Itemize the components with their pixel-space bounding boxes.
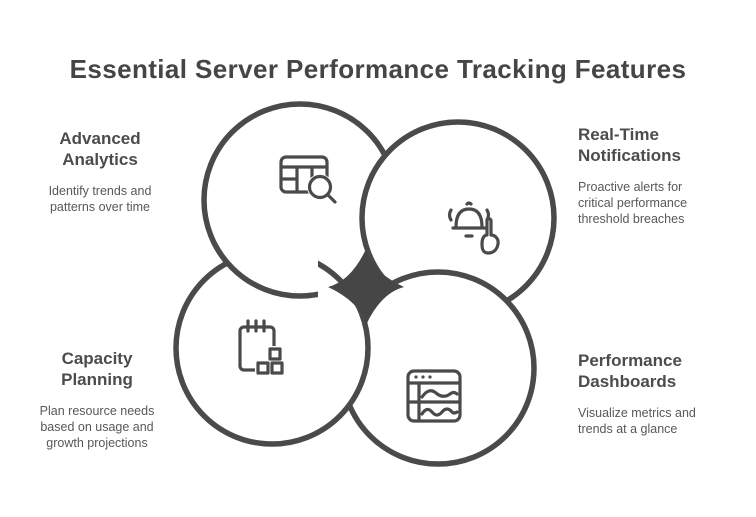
feature-body-line: growth projections: [46, 436, 148, 450]
feature-heading-line: Capacity: [61, 349, 133, 368]
feature-body-line: Visualize metrics and: [578, 406, 696, 420]
feature-body-line: critical performance: [578, 196, 688, 210]
feature-heading-line: Performance: [578, 351, 682, 370]
feature-heading: Real-Time Notifications: [578, 124, 750, 166]
feature-block-performance-dashboards: Performance Dashboards Visualize metrics…: [578, 350, 752, 437]
feature-body: Plan resource needs based on usage and g…: [16, 403, 178, 451]
feature-body-line: Identify trends and: [48, 184, 152, 198]
feature-heading-line: Notifications: [578, 146, 681, 165]
feature-body-line: threshold breaches: [578, 212, 685, 226]
feature-body: Identify trends and patterns over time: [22, 183, 178, 215]
dashboard-graph-icon: [401, 366, 467, 426]
feature-body-line: Plan resource needs: [39, 404, 155, 418]
table-search-icon: [276, 150, 342, 208]
feature-heading: Performance Dashboards: [578, 350, 752, 392]
feature-body-line: based on usage and: [40, 420, 154, 434]
feature-block-capacity-planning: Capacity Planning Plan resource needs ba…: [16, 348, 178, 451]
feature-body-line: Proactive alerts for: [578, 180, 683, 194]
feature-body: Visualize metrics and trends at a glance: [578, 405, 752, 437]
feature-block-real-time-notifications: Real-Time Notifications Proactive alerts…: [578, 124, 750, 227]
feature-body-line: trends at a glance: [578, 422, 678, 436]
feature-block-advanced-analytics: Advanced Analytics Identify trends and p…: [22, 128, 178, 215]
page-title: Essential Server Performance Tracking Fe…: [69, 54, 687, 84]
feature-body: Proactive alerts for critical performanc…: [578, 179, 750, 227]
feature-heading-line: Dashboards: [578, 372, 677, 391]
feature-heading-line: Real-Time: [578, 125, 659, 144]
feature-heading-line: Planning: [61, 370, 133, 389]
feature-body-line: patterns over time: [49, 200, 151, 214]
center-knot-shape: [328, 249, 404, 325]
bell-tap-icon: [441, 196, 505, 258]
feature-heading-line: Analytics: [62, 150, 138, 169]
feature-heading: Capacity Planning: [16, 348, 178, 390]
notepad-blocks-icon: [231, 316, 297, 384]
feature-heading-line: Advanced: [59, 129, 141, 148]
feature-heading: Advanced Analytics: [22, 128, 178, 170]
